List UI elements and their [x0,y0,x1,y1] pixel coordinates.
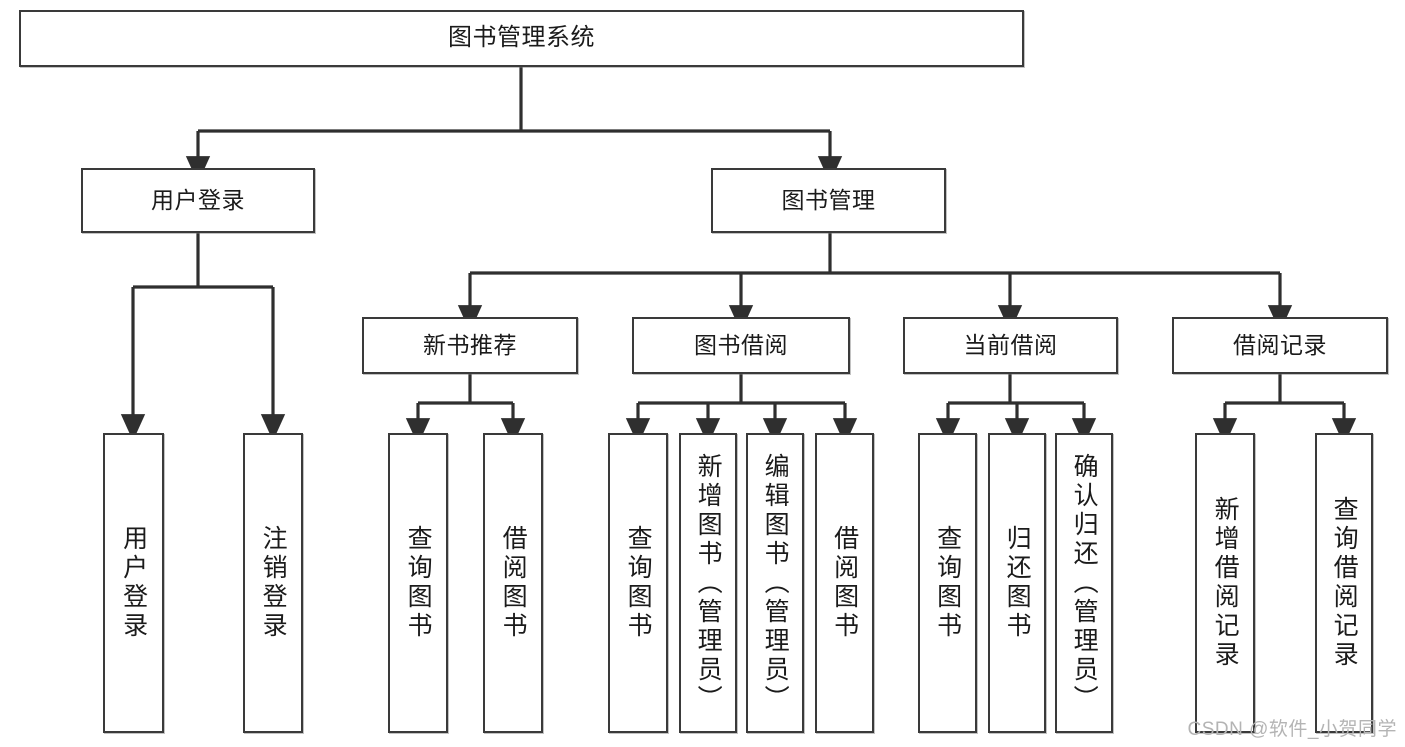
leaf-add-book-admin[interactable]: 新增图书（管理员） [679,433,737,733]
leaf-label: 用户登录 [119,525,148,641]
leaf-confirm-return-admin[interactable]: 确认归还（管理员） [1055,433,1113,733]
node-label: 当前借阅 [963,331,1058,358]
leaf-return-book[interactable]: 归还图书 [988,433,1046,733]
node-label: 新书推荐 [423,331,517,358]
leaf-query-borrow-record[interactable]: 查询借阅记录 [1315,433,1373,733]
leaf-label: 查询图书 [933,525,962,641]
node-label: 图书管理 [781,186,876,213]
node-root-label: 图书管理系统 [448,24,595,52]
leaf-label: 借阅图书 [830,525,859,641]
leaf-label: 新增图书（管理员） [694,452,723,714]
leaf-edit-book-admin[interactable]: 编辑图书（管理员） [746,433,804,733]
watermark: CSDN @软件_小贺同学 [1187,719,1397,740]
node-book-management[interactable]: 图书管理 [711,168,946,233]
leaf-logout[interactable]: 注销登录 [243,433,303,733]
leaf-label: 新增借阅记录 [1211,496,1240,670]
leaf-label: 归还图书 [1003,525,1032,641]
node-borrow-record[interactable]: 借阅记录 [1172,317,1388,374]
leaf-borrow-book[interactable]: 借阅图书 [815,433,874,733]
node-book-borrow[interactable]: 图书借阅 [632,317,850,374]
node-root[interactable]: 图书管理系统 [19,10,1024,67]
leaf-borrow-book-recommend[interactable]: 借阅图书 [483,433,543,733]
leaf-label: 查询借阅记录 [1330,496,1359,670]
leaf-query-book-borrow[interactable]: 查询图书 [608,433,668,733]
node-current-borrow[interactable]: 当前借阅 [903,317,1118,374]
node-new-book-recommend[interactable]: 新书推荐 [362,317,578,374]
node-user-login[interactable]: 用户登录 [81,168,315,233]
node-label: 用户登录 [151,186,245,213]
node-label: 借阅记录 [1233,331,1327,358]
leaf-label: 查询图书 [624,525,653,641]
leaf-query-book-current[interactable]: 查询图书 [918,433,977,733]
node-label: 图书借阅 [694,331,788,358]
leaf-label: 编辑图书（管理员） [761,452,790,714]
leaf-add-borrow-record[interactable]: 新增借阅记录 [1195,433,1255,733]
leaf-query-book-recommend[interactable]: 查询图书 [388,433,448,733]
leaf-label: 注销登录 [259,525,288,641]
leaf-label: 确认归还（管理员） [1070,452,1099,714]
leaf-user-login[interactable]: 用户登录 [103,433,164,733]
leaf-label: 查询图书 [404,525,433,641]
leaf-label: 借阅图书 [499,525,528,641]
